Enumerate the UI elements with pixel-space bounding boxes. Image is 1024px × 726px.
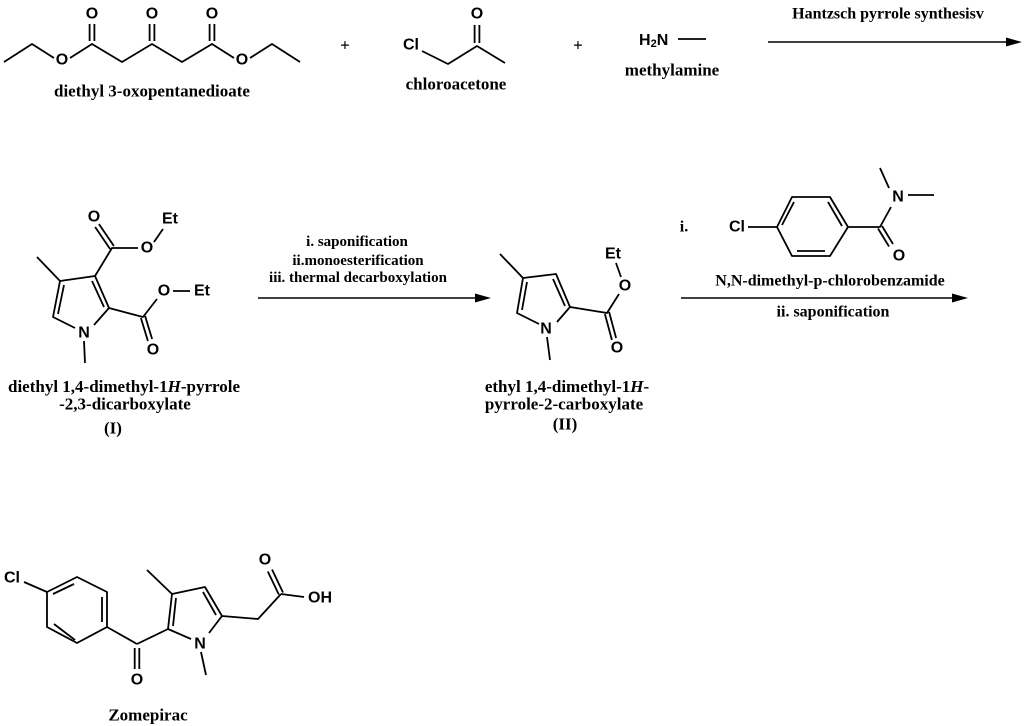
structure-compound-II: N O Et O ethyl 1,4-dimethyl-1H- pyrrole-… [485, 246, 650, 434]
atom-label-cl: Cl [729, 219, 745, 236]
atom-label-o: O [619, 278, 631, 295]
skeleton-bonds [3, 24, 301, 63]
atom-label-o: O [259, 552, 271, 569]
arrow-label-hantzsch: Hantzsch pyrrole synthesisv [792, 6, 984, 23]
atom-label-et: Et [605, 246, 622, 263]
atom-label-o: O [86, 6, 98, 23]
compound-name-chloroacetone: chloroacetone [406, 75, 507, 94]
skeleton-bonds [499, 253, 622, 361]
condition-line-1: i. saponification [306, 234, 408, 250]
atom-label-o: O [146, 6, 158, 23]
compound-name-diethyl-3-oxopentanedioate: diethyl 3-oxopentanedioate [54, 82, 250, 101]
skeleton-bonds [23, 569, 305, 676]
skeleton-bonds [748, 167, 934, 257]
condition-line-2: ii.monoesterification [292, 253, 424, 269]
compound-caption-II-line1: ethyl 1,4-dimethyl-1H- [485, 377, 650, 396]
structure-diethyl-3-oxopentanedioate: O O O O O diethyl 3-oxopentanedioate [3, 6, 301, 101]
atom-label-o: O [158, 283, 170, 300]
condition-line-3: iii. thermal decarboxylation [269, 270, 448, 286]
atom-label-n: N [892, 189, 904, 206]
step-i-label: i. [680, 219, 688, 236]
compound-caption-I-line1: diethyl 1,4-dimethyl-1H-pyrrole [8, 377, 240, 396]
plus-sign: + [573, 36, 583, 55]
atom-label-o: O [56, 52, 68, 69]
atom-label-cl: Cl [4, 570, 20, 587]
atom-label-o: O [131, 672, 143, 689]
step-ii-label: ii. saponification [777, 304, 890, 321]
atom-label-o: O [147, 342, 159, 359]
compound-caption-II-line2: pyrrole-2-carboxylate [485, 395, 644, 414]
arrow-head-icon [475, 293, 491, 303]
reaction-arrow-2: i. saponification ii.monoesterification … [258, 234, 491, 303]
skeleton-bonds [421, 25, 506, 65]
atom-label-n: N [194, 636, 206, 653]
compound-name-methylamine: methylamine [625, 61, 720, 80]
atom-label-o: O [88, 209, 100, 226]
structure-nn-dimethyl-p-chlorobenzamide: Cl N O [729, 167, 934, 265]
arrow-head-icon [1006, 37, 1022, 47]
structure-compound-I: N O O Et O Et O diethyl 1,4-dimethyl-1H-… [8, 209, 240, 438]
structure-zomepirac: Cl O N O OH Zomepirac [4, 552, 332, 725]
reagent-name: N,N-dimethyl-p-chlorobenzamide [715, 273, 944, 290]
atom-label-o: O [236, 52, 248, 69]
atom-label-o: O [893, 248, 905, 265]
atom-label-et: Et [162, 211, 179, 228]
reaction-arrow-1: Hantzsch pyrrole synthesisv [768, 6, 1022, 47]
arrow-head-icon [952, 293, 968, 303]
atom-label-o: O [471, 6, 483, 23]
compound-caption-I-line2: -2,3-dicarboxylate [59, 395, 191, 414]
skeleton-bonds [36, 223, 190, 364]
atom-label-o: O [206, 6, 218, 23]
structure-chloroacetone: Cl O chloroacetone [403, 6, 507, 94]
compound-numeral-II: (II) [553, 415, 578, 434]
structure-methylamine: H2N methylamine [625, 32, 720, 80]
atom-label-n: N [78, 325, 90, 342]
reaction-arrow-3: i. Cl N O N,N-dimethyl-p-chlorobenzamide… [680, 167, 968, 321]
atom-label-h2n: H2N [639, 32, 668, 51]
plus-sign: + [340, 36, 350, 55]
atom-label-o: O [141, 240, 153, 257]
compound-name-zomepirac: Zomepirac [108, 706, 188, 725]
atom-label-et: Et [194, 283, 211, 300]
atom-label-oh: OH [308, 590, 332, 607]
atom-label-n: N [540, 321, 552, 338]
atom-label-o: O [611, 340, 623, 357]
atom-label-cl: Cl [403, 37, 419, 54]
compound-numeral-I: (I) [104, 419, 122, 438]
